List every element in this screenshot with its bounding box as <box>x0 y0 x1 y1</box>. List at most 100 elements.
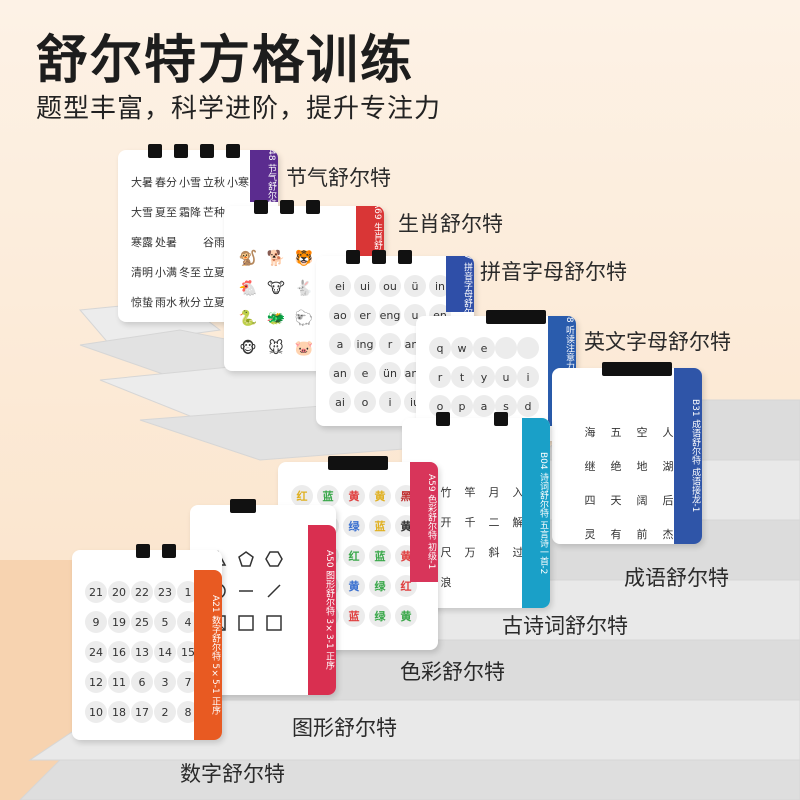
hexagon-icon <box>263 548 285 570</box>
grid-cell: 15 <box>177 641 199 663</box>
grid-cell: 黄 <box>343 485 365 507</box>
grid-cell: 黄 <box>343 575 365 597</box>
grid-cell: ing <box>354 333 376 355</box>
grid-cell: 地 <box>636 460 648 473</box>
grid-cell: 🐭 <box>268 339 284 357</box>
grid-cell: a <box>329 333 351 355</box>
grid-cell: 17 <box>131 701 153 723</box>
grid-cell: i <box>517 366 539 388</box>
line-icon <box>235 580 257 602</box>
grid-cell: ao <box>329 304 351 326</box>
binder-rings <box>136 544 176 558</box>
label-secai: 色彩舒尔特 <box>400 660 505 684</box>
binder-rings <box>328 456 388 470</box>
grid-cell: 海 <box>584 426 596 439</box>
grid-cell: 红 <box>291 485 313 507</box>
grid-cell: 23 <box>154 581 176 603</box>
label-shengxiao: 生肖舒尔特 <box>398 212 503 236</box>
grid-cell: 绝 <box>610 460 622 473</box>
square-icon <box>235 612 257 634</box>
grid-cell: 空 <box>636 426 648 439</box>
grid-cell: 8 <box>177 701 199 723</box>
grid-cell: 22 <box>131 581 153 603</box>
grid-cell: 21 <box>85 581 107 603</box>
grid-cell: 9 <box>85 611 107 633</box>
grid-cell: 蓝 <box>343 605 365 627</box>
binder-rings <box>254 200 320 214</box>
card-chengyu: 海五空人继绝地湖四天阔后灵有前杰 B31 成语舒尔特 成语接龙-1 <box>552 362 702 544</box>
label-shuzi: 数字舒尔特 <box>180 762 285 786</box>
grid-cell: d <box>517 395 539 417</box>
grid-cell: p <box>451 395 473 417</box>
grid-cell: 阔 <box>636 494 648 507</box>
grid-cell: 秋分 <box>179 296 201 309</box>
grid-cell: e <box>354 362 376 384</box>
grid-cell: 小雪 <box>179 176 201 189</box>
grid-cell: 11 <box>108 671 130 693</box>
grid-cell: 斜 <box>488 546 500 559</box>
grid-cell: ü <box>404 275 426 297</box>
label-gushici: 古诗词舒尔特 <box>502 614 628 638</box>
label-pinyin: 拼音字母舒尔特 <box>480 260 627 284</box>
grid-cell: a <box>473 395 495 417</box>
grid-cell: 处暑 <box>155 236 177 249</box>
grid-cell: r <box>429 366 451 388</box>
grid-cell: 入 <box>512 486 524 499</box>
grid-cell: 绿 <box>343 515 365 537</box>
grid-cell: 清明 <box>131 266 153 279</box>
grid-cell: 寒露 <box>131 236 153 249</box>
grid-cell: 红 <box>343 545 365 567</box>
card-tab: A59 色彩舒尔特 初级-1 <box>410 462 438 582</box>
grid-cell: y <box>473 366 495 388</box>
grid-cell: 14 <box>154 641 176 663</box>
grid-cell: an <box>329 362 351 384</box>
grid-cell: eng <box>379 304 401 326</box>
grid-cell: 有 <box>610 528 622 541</box>
grid-cell: 🐷 <box>294 339 314 357</box>
grid-cell: 小寒 <box>227 176 249 189</box>
label-tuxing: 图形舒尔特 <box>292 716 397 740</box>
grid-cell: 春分 <box>155 176 177 189</box>
grid-cell: 🐲 <box>266 309 286 327</box>
grid-cell: 惊蛰 <box>131 296 153 309</box>
grid-cell: 黄 <box>395 605 417 627</box>
grid-cell: 绿 <box>369 605 391 627</box>
grid-cell: 前 <box>636 528 648 541</box>
grid-cell: 湖 <box>662 460 674 473</box>
binder-rings <box>148 144 240 158</box>
grid-cell: 10 <box>85 701 107 723</box>
grid-cell: s <box>495 395 517 417</box>
grid-cell: e <box>473 337 495 359</box>
grid-cell: 人 <box>662 426 674 439</box>
grid-cell: 浪 <box>440 576 452 589</box>
grid-cell: 13 <box>131 641 153 663</box>
grid-cell: 20 <box>108 581 130 603</box>
grid-cell: 解 <box>512 516 524 529</box>
grid-cell <box>495 337 517 359</box>
binder-rings <box>346 250 412 264</box>
grid-cell: 天 <box>610 494 622 507</box>
grid-cell <box>179 231 201 253</box>
grid-cell: 竿 <box>464 486 476 499</box>
grid-cell: 二 <box>488 516 500 529</box>
grid-cell: 小满 <box>155 266 177 279</box>
grid-cell: ei <box>329 275 351 297</box>
grid-cell: o <box>429 395 451 417</box>
label-chengyu: 成语舒尔特 <box>624 566 729 590</box>
grid-cell: 19 <box>108 611 130 633</box>
grid-cell: r <box>379 333 401 355</box>
grid-cell: 4 <box>177 611 199 633</box>
card-tab: B31 成语舒尔特 成语接龙-1 <box>674 368 702 544</box>
grid-cell: 3 <box>154 671 176 693</box>
grid-cell: 继 <box>584 460 596 473</box>
grid-cell: t <box>451 366 473 388</box>
grid-cell: 立夏 <box>203 296 225 309</box>
grid-cell: ui <box>354 275 376 297</box>
grid-cell: 6 <box>131 671 153 693</box>
grid-cell: 五 <box>610 426 622 439</box>
label-yingwen: 英文字母舒尔特 <box>584 330 731 354</box>
binder-rings <box>486 310 546 324</box>
grid-cell: 大雪 <box>131 206 153 219</box>
card-grid: 海五空人继绝地湖四天阔后灵有前杰 <box>552 368 676 544</box>
